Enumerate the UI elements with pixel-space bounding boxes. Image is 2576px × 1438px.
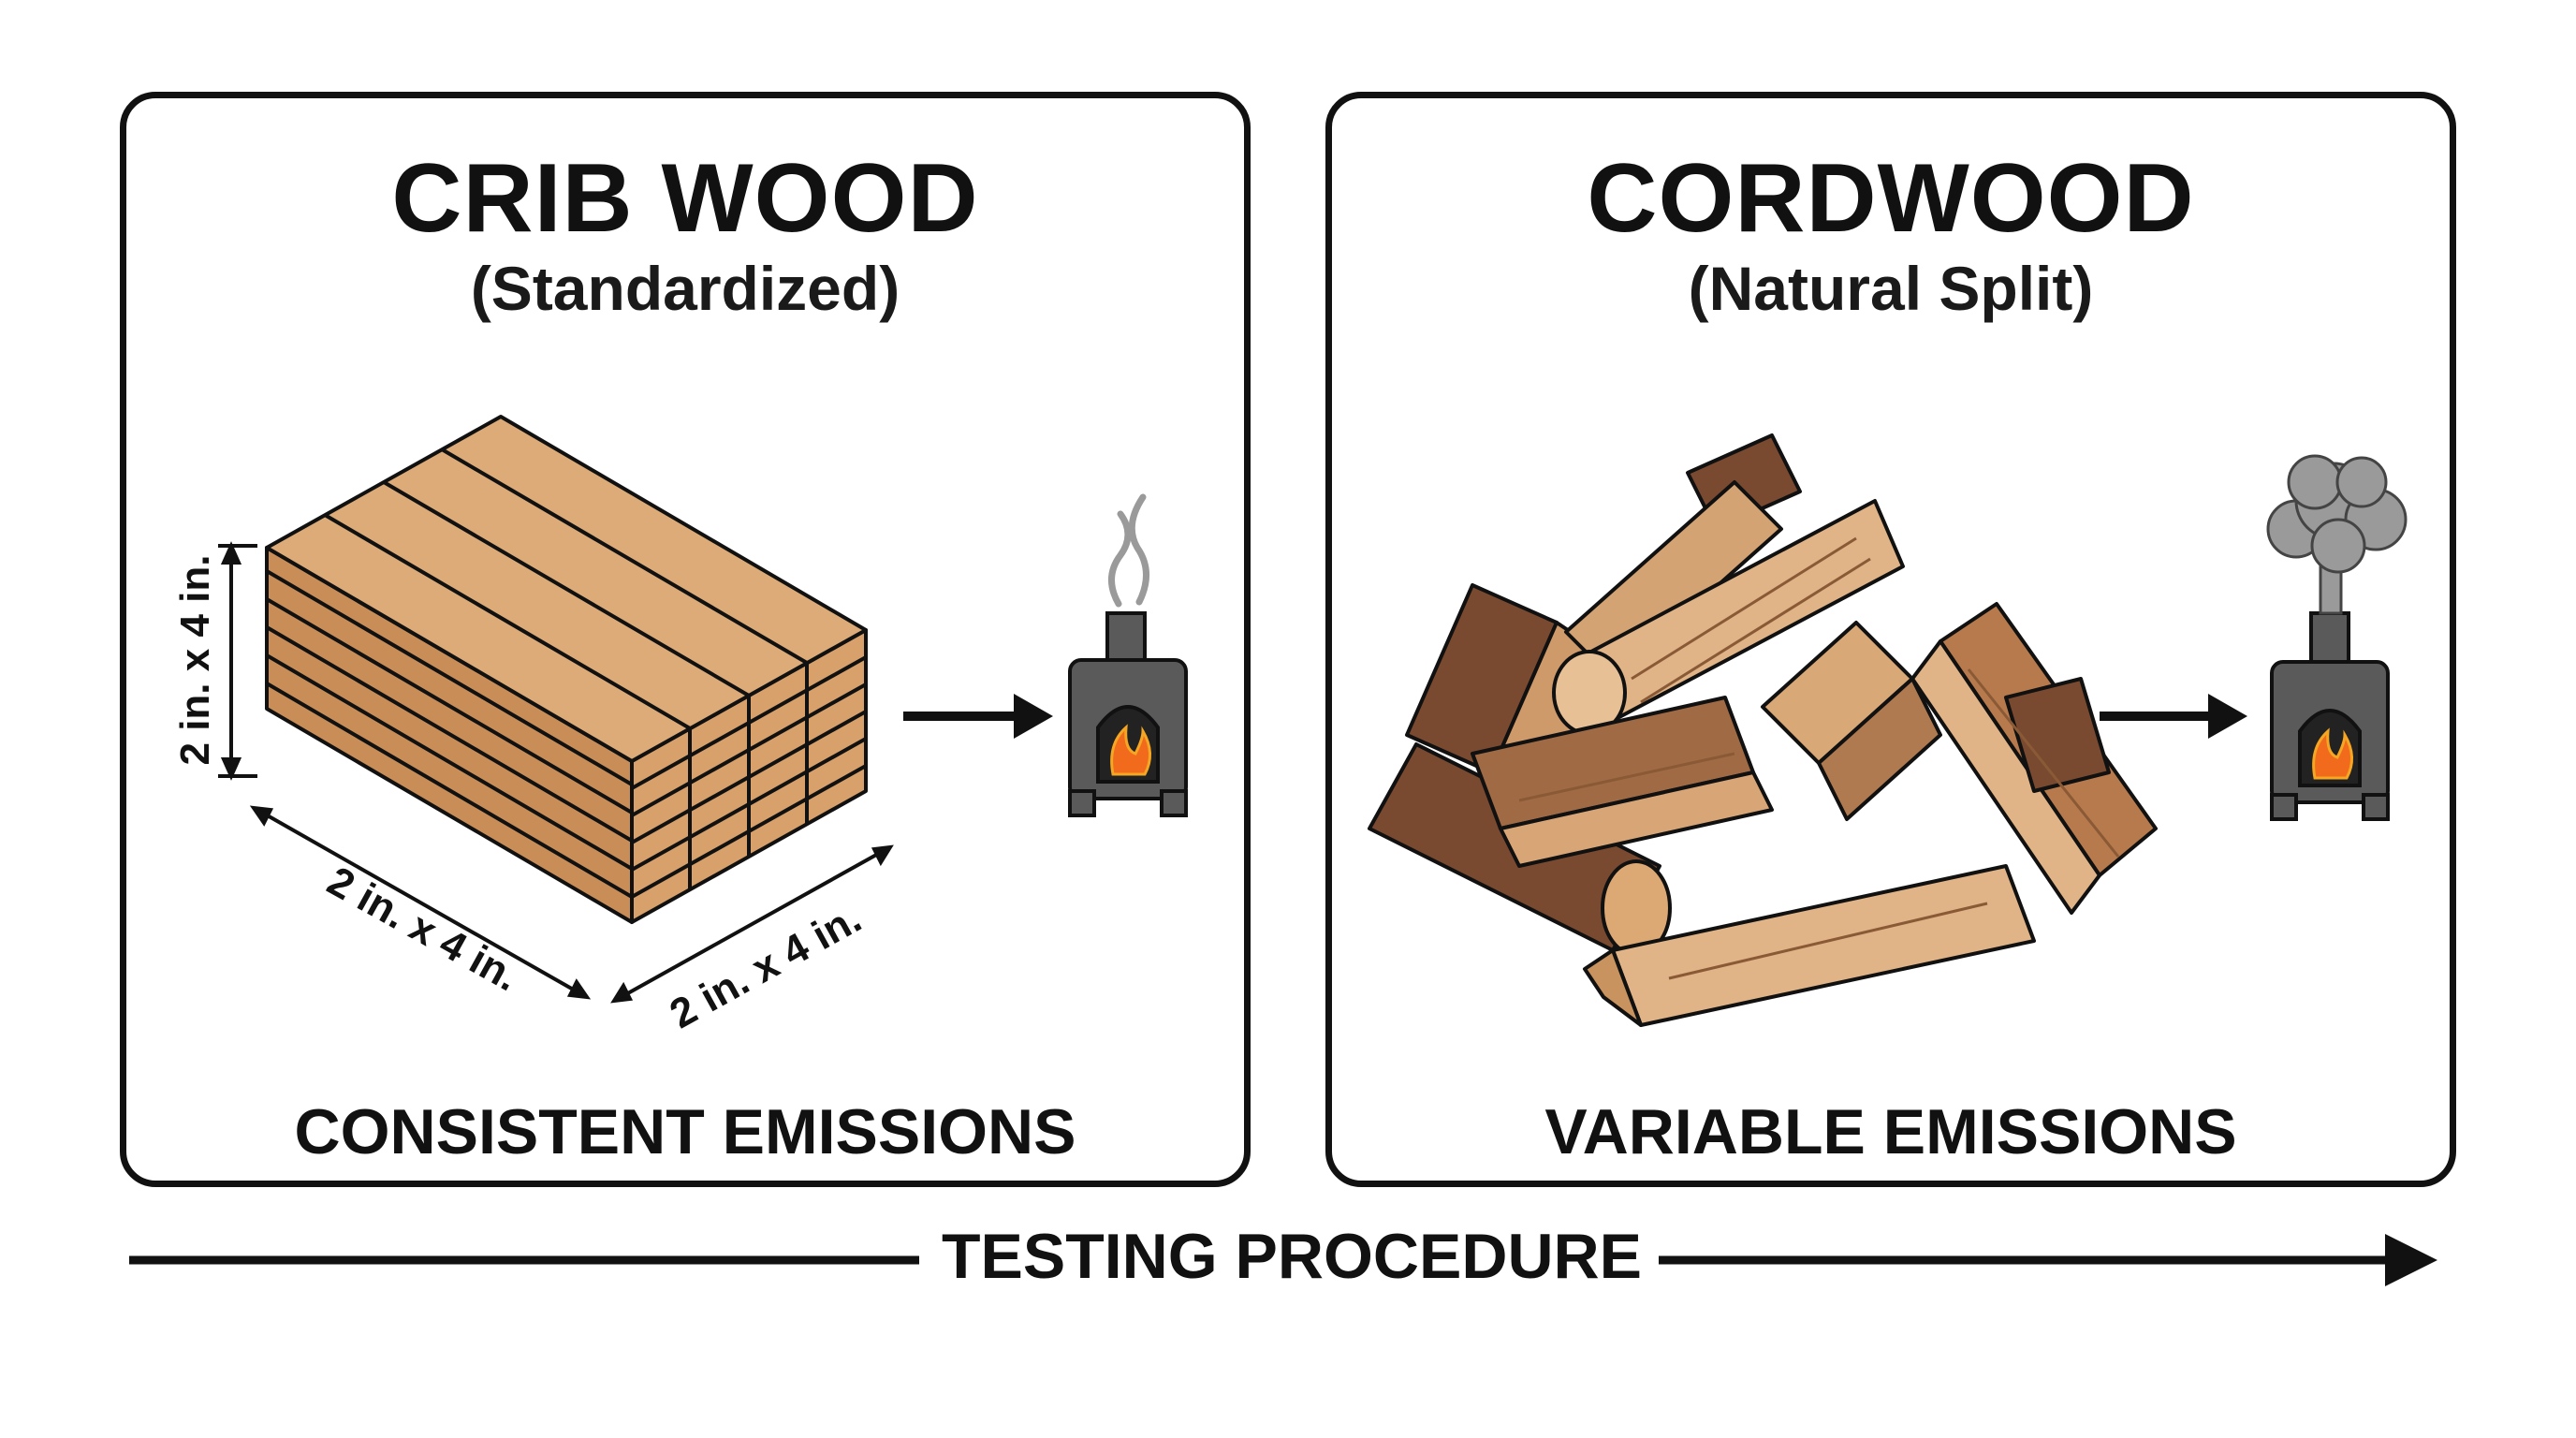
heavy-smoke-icon [2266,454,2408,615]
crib-wood-caption: CONSISTENT EMISSIONS [294,1096,1076,1167]
dimension-lines [218,541,894,1004]
crib-wood-title: CRIB WOOD [391,144,979,253]
crib-wood-illustration: 2 in. x 4 in. 2 in. x 4 in. 2 in. x 4 in… [172,415,1188,1037]
cordwood-panel: CORDWOOD (Natural Split) [1325,92,2456,1187]
crib-wood-subtitle: (Standardized) [470,254,900,323]
wisp-smoke-icon [1108,493,1150,608]
wood-stack-icon [265,415,868,924]
testing-procedure-label: TESTING PROCEDURE [941,1221,1643,1292]
dimension-label-height: 2 in. x 4 in. [172,555,218,766]
log-pile-icon [1368,433,2158,1027]
crib-wood-panel: CRIB WOOD (Standardized) [120,92,1251,1187]
arrow-right-icon [903,694,1053,739]
cordwood-caption: VARIABLE EMISSIONS [1544,1096,2237,1167]
arrow-right-icon [2100,694,2247,739]
stove-icon [1068,611,1188,817]
cordwood-subtitle: (Natural Split) [1688,254,2094,323]
cordwood-illustration [1368,433,2408,1027]
cordwood-title: CORDWOOD [1587,144,2195,253]
